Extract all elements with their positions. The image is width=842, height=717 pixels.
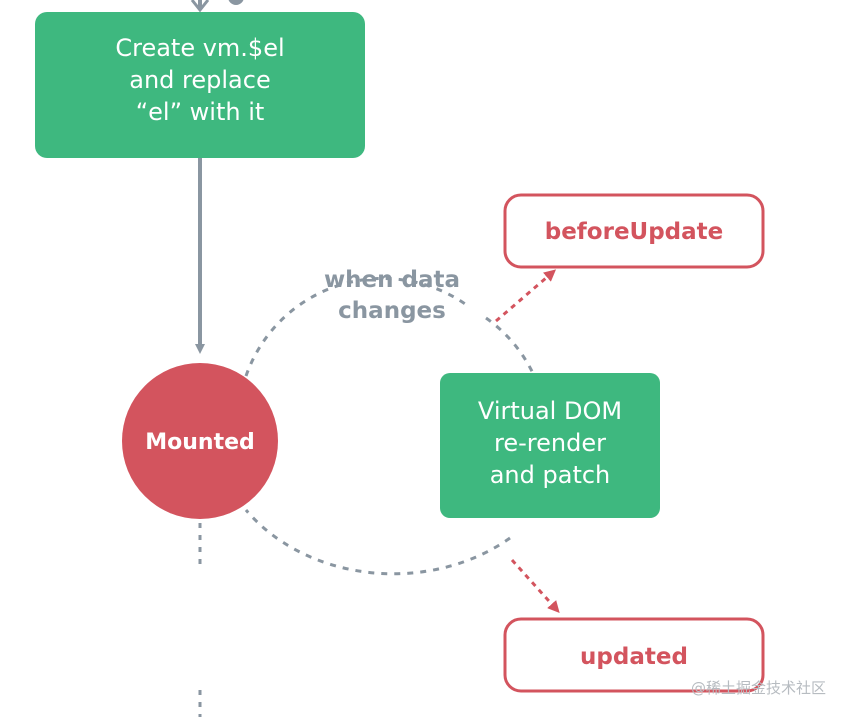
create-el-line-2: and replace — [129, 66, 270, 94]
updated-box — [503, 617, 765, 693]
top-right-fragment — [228, 0, 244, 5]
incoming-arrow-head — [190, 0, 210, 13]
virtual-dom-box — [440, 373, 660, 518]
create-el-box — [35, 12, 365, 158]
update-cycle-dashed-path-bottom — [244, 509, 511, 576]
mounted-circle — [122, 363, 278, 519]
to-updated-arrow — [510, 558, 560, 613]
mounted-label: Mounted — [145, 430, 255, 455]
watermark-text: @稀土掘金技术社区 — [691, 679, 826, 697]
virtual-dom-line-2: re-render — [494, 429, 606, 457]
virtual-dom-line-1: Virtual DOM — [478, 397, 622, 425]
updated-label: updated — [580, 644, 688, 670]
to-before-update-arrow — [495, 269, 557, 323]
when-data-label-line-1: when data — [324, 267, 460, 293]
update-cycle-dashed-path-right — [485, 316, 538, 381]
update-cycle-dashed-path — [244, 276, 469, 377]
before-update-box — [503, 193, 765, 269]
create-el-line-3: “el” with it — [136, 98, 265, 126]
before-update-label: beforeUpdate — [545, 219, 724, 245]
create-el-line-1: Create vm.$el — [115, 34, 284, 62]
when-data-label-line-2: changes — [338, 298, 446, 324]
virtual-dom-line-3: and patch — [490, 461, 611, 489]
